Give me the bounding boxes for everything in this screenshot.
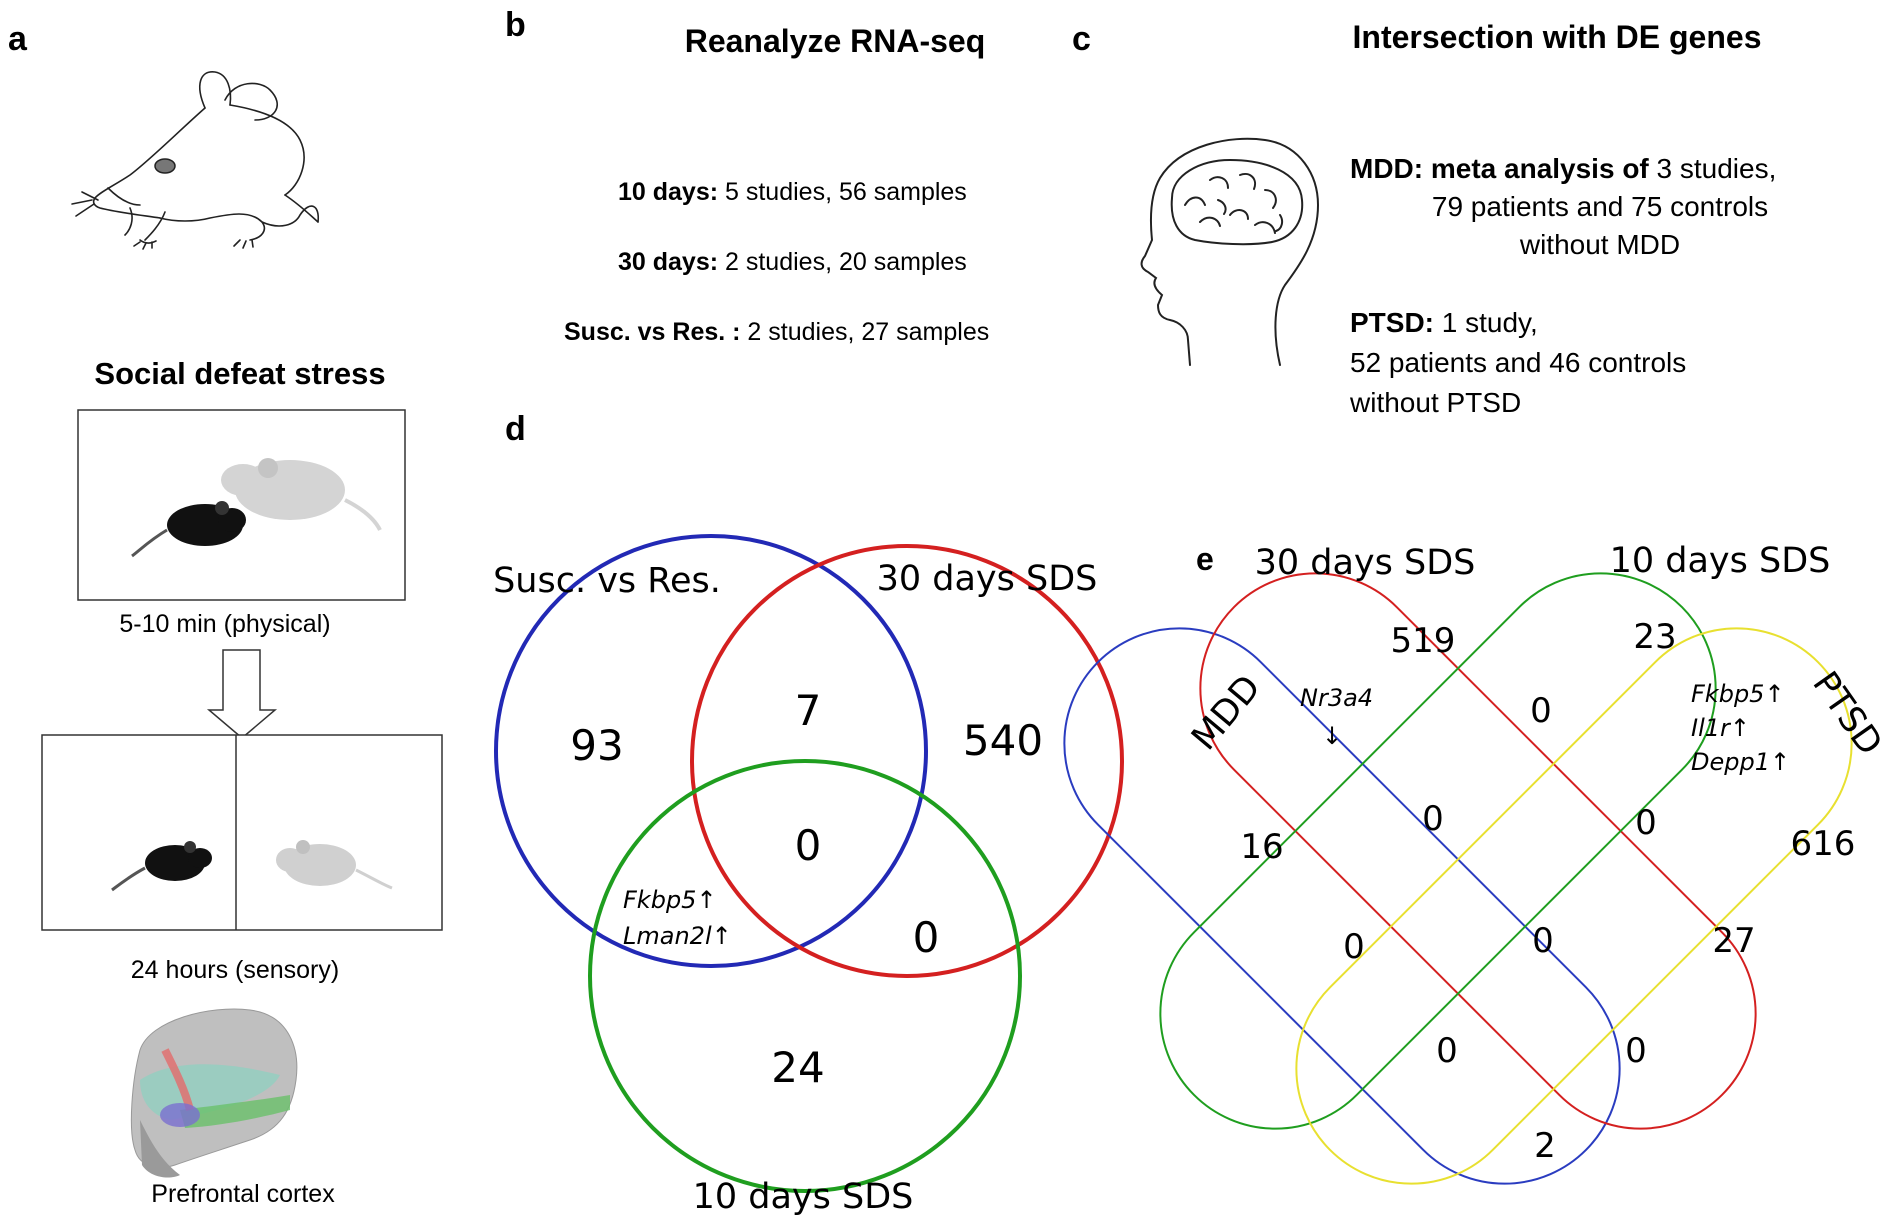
panel-e-letter: e [1196, 541, 1214, 577]
count-all-three: 0 [795, 821, 822, 870]
gene-lman2l: Lman2l↑ [623, 922, 732, 950]
mouse-drawing [71, 71, 320, 250]
panel-b: b Reanalyze RNA-seq 10 days: 5 studies, … [505, 6, 989, 346]
count-e-mdd-30-ptsd: 0 [1625, 1031, 1647, 1071]
black-mouse-1 [131, 501, 246, 558]
venn-circle-10days [588, 759, 1022, 1193]
ptsd-line1: PTSD: 1 study, [1350, 307, 1538, 338]
count-e-30-only: 519 [1391, 621, 1456, 661]
set-label-ptsd: PTSD [1804, 665, 1889, 763]
mdd-line3: without MDD [1519, 229, 1680, 260]
count-susc-30: 7 [795, 686, 822, 735]
panel-a: a Social defeat stress [8, 20, 443, 1208]
panel-c-letter: c [1072, 20, 1091, 58]
count-e-mdd-10: 0 [1343, 927, 1365, 967]
set-label-10days-e: 10 days SDS [1610, 541, 1831, 581]
venn4-ptsd [1295, 627, 1853, 1185]
count-30-10: 0 [913, 913, 940, 962]
panel-a-letter: a [8, 20, 28, 58]
gene-fkbp5-e: Fkbp5↑ [1691, 680, 1785, 708]
black-mouse-2 [111, 841, 212, 892]
count-e-30-10: 0 [1530, 691, 1552, 731]
gene-nr3a4: Nr3a4 [1300, 684, 1373, 712]
head-brain-icon [1140, 137, 1320, 366]
set-label-susc: Susc. vs Res. [493, 561, 721, 601]
row-susc-vs-res: Susc. vs Res. : 2 studies, 27 samples [564, 318, 989, 346]
venn-circle-susc [494, 534, 928, 968]
count-e-mdd-ptsd: 2 [1534, 1126, 1556, 1166]
count-susc-only: 93 [570, 721, 623, 770]
count-e-30-10-ptsd: 0 [1635, 803, 1657, 843]
venn4-mdd [1063, 627, 1621, 1185]
ptsd-line3: without PTSD [1349, 387, 1521, 418]
down-arrow [206, 649, 278, 739]
count-e-mdd-10-ptsd: 0 [1436, 1031, 1458, 1071]
region-label: Prefrontal cortex [151, 1180, 335, 1208]
sensory-box [41, 734, 443, 931]
row-30days: 30 days: 2 studies, 20 samples [618, 248, 967, 276]
venn4-10days [1159, 572, 1717, 1130]
count-e-30-ptsd: 27 [1712, 921, 1755, 961]
count-30-only: 540 [963, 716, 1043, 765]
mdd-line2: 79 patients and 75 controls [1432, 191, 1768, 222]
panel-e: e 30 days SDS 10 days SDS MDD PTSD 519 2… [1063, 541, 1890, 1185]
row-10days: 10 days: 5 studies, 56 samples [618, 178, 967, 206]
count-e-mdd-30-10: 0 [1422, 799, 1444, 839]
mdd-line1: MDD: meta analysis of 3 studies, [1350, 153, 1776, 184]
panel-c-title: Intersection with DE genes [1353, 19, 1762, 55]
venn-circle-30days [690, 544, 1124, 978]
set-label-30days-e: 30 days SDS [1255, 543, 1476, 583]
mouse-brain-illustration [130, 1008, 298, 1178]
panel-c: c Intersection with DE genes MDD: meta a… [1072, 19, 1776, 418]
gene-il1r: Il1r↑ [1691, 714, 1750, 742]
panel-a-title: Social defeat stress [94, 356, 385, 391]
gene-nr3a4-arrow: ↓ [1322, 722, 1342, 750]
set-label-30days: 30 days SDS [877, 559, 1098, 599]
count-10-only: 24 [771, 1043, 824, 1092]
gray-mouse-1 [221, 458, 382, 531]
count-e-10-only: 23 [1633, 617, 1676, 657]
gray-mouse-2 [276, 840, 393, 890]
gene-fkbp5: Fkbp5↑ [623, 886, 717, 914]
step1-label: 5-10 min (physical) [119, 610, 330, 638]
count-e-ptsd-only: 616 [1791, 824, 1856, 864]
count-e-mdd-only: 16 [1240, 827, 1283, 867]
panel-d-letter: d [505, 410, 526, 448]
set-label-mdd: MDD [1184, 668, 1269, 758]
panel-b-title: Reanalyze RNA-seq [685, 23, 986, 59]
panel-d: d Susc. vs Res. 30 days SDS 10 days SDS … [493, 410, 1124, 1217]
step2-label: 24 hours (sensory) [131, 956, 339, 984]
count-e-all: 0 [1532, 921, 1554, 961]
mouse-eye [154, 158, 176, 174]
set-label-10days: 10 days SDS [693, 1177, 914, 1217]
gene-depp1: Depp1↑ [1691, 748, 1790, 776]
ptsd-line2: 52 patients and 46 controls [1350, 347, 1686, 378]
panel-b-letter: b [505, 6, 526, 44]
